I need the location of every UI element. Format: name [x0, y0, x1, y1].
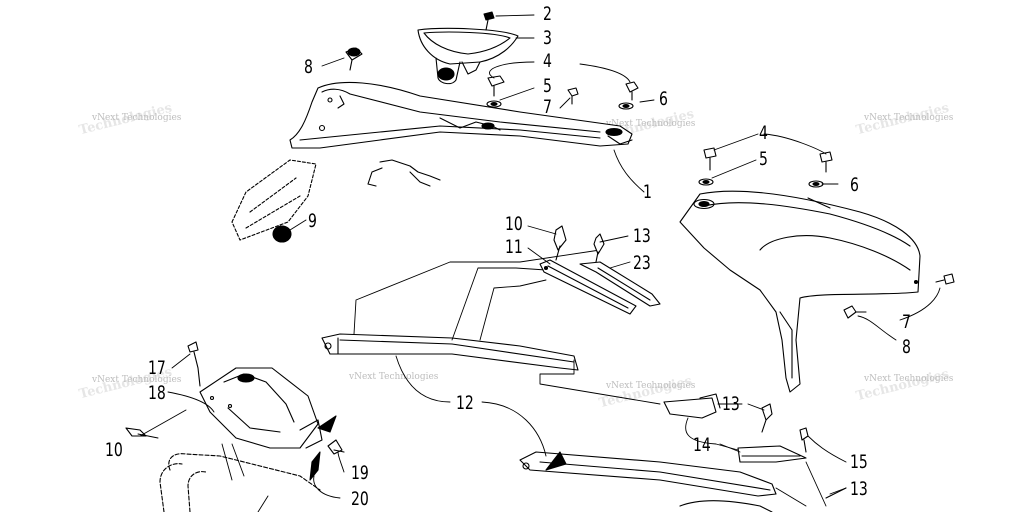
watermark: vNext Technologies	[864, 113, 954, 123]
fasteners-right	[698, 147, 955, 319]
callout-15: 15	[850, 451, 868, 473]
bracket-11-23	[539, 259, 661, 315]
callout-6: 6	[659, 88, 668, 110]
callout-23: 23	[633, 252, 651, 274]
watermark: vNext Technologies	[349, 372, 439, 382]
callout-11: 11	[505, 236, 523, 258]
callout-8: 8	[304, 56, 313, 78]
arrow-marker	[545, 451, 567, 471]
callout-10: 10	[505, 213, 523, 235]
callout-2: 2	[543, 3, 552, 25]
callout-leaders-lower	[137, 353, 345, 499]
side-panel	[679, 190, 921, 393]
callout-13: 13	[722, 393, 740, 415]
callout-3: 3	[543, 27, 552, 49]
callout-8: 8	[902, 336, 911, 358]
callout-leaders	[289, 14, 941, 341]
lower-frame	[159, 453, 321, 512]
crossbar	[321, 333, 579, 371]
gauge-bracket	[231, 159, 317, 241]
watermark: vNext Technologies	[606, 381, 696, 391]
watermark: vNext Technologies	[864, 374, 954, 384]
lower-crossbar	[519, 393, 847, 512]
upper-bracket	[289, 81, 633, 149]
callout-6: 6	[850, 174, 859, 196]
callout-9: 9	[308, 210, 317, 232]
callout-19: 19	[351, 462, 369, 484]
arrow-marker	[317, 415, 337, 433]
callout-1: 1	[643, 181, 652, 203]
callout-leaders-lower-mid	[395, 355, 847, 507]
callout-20: 20	[351, 488, 369, 510]
callout-13: 13	[850, 478, 868, 500]
callout-13: 13	[633, 225, 651, 247]
callout-17: 17	[148, 357, 166, 379]
headlight-housing	[417, 27, 519, 85]
nut-9	[272, 225, 292, 243]
watermark: vNext Technologies	[92, 113, 182, 123]
callout-4: 4	[543, 50, 552, 72]
lower-left-bracket	[199, 367, 323, 449]
callout-14: 14	[693, 434, 711, 456]
wire-harness	[367, 159, 441, 187]
callout-5: 5	[759, 148, 768, 170]
watermark: vNext Technologies	[606, 119, 696, 129]
watermark: vNext Technologies	[92, 375, 182, 385]
callout-7: 7	[902, 311, 911, 333]
callout-10: 10	[105, 439, 123, 461]
callout-5: 5	[543, 75, 552, 97]
callout-4: 4	[759, 122, 768, 144]
assembly-leaders	[353, 249, 661, 405]
callout-12: 12	[456, 392, 474, 414]
callout-18: 18	[148, 382, 166, 404]
callout-7: 7	[543, 96, 552, 118]
fasteners-top	[345, 11, 639, 110]
rivets	[553, 225, 605, 263]
